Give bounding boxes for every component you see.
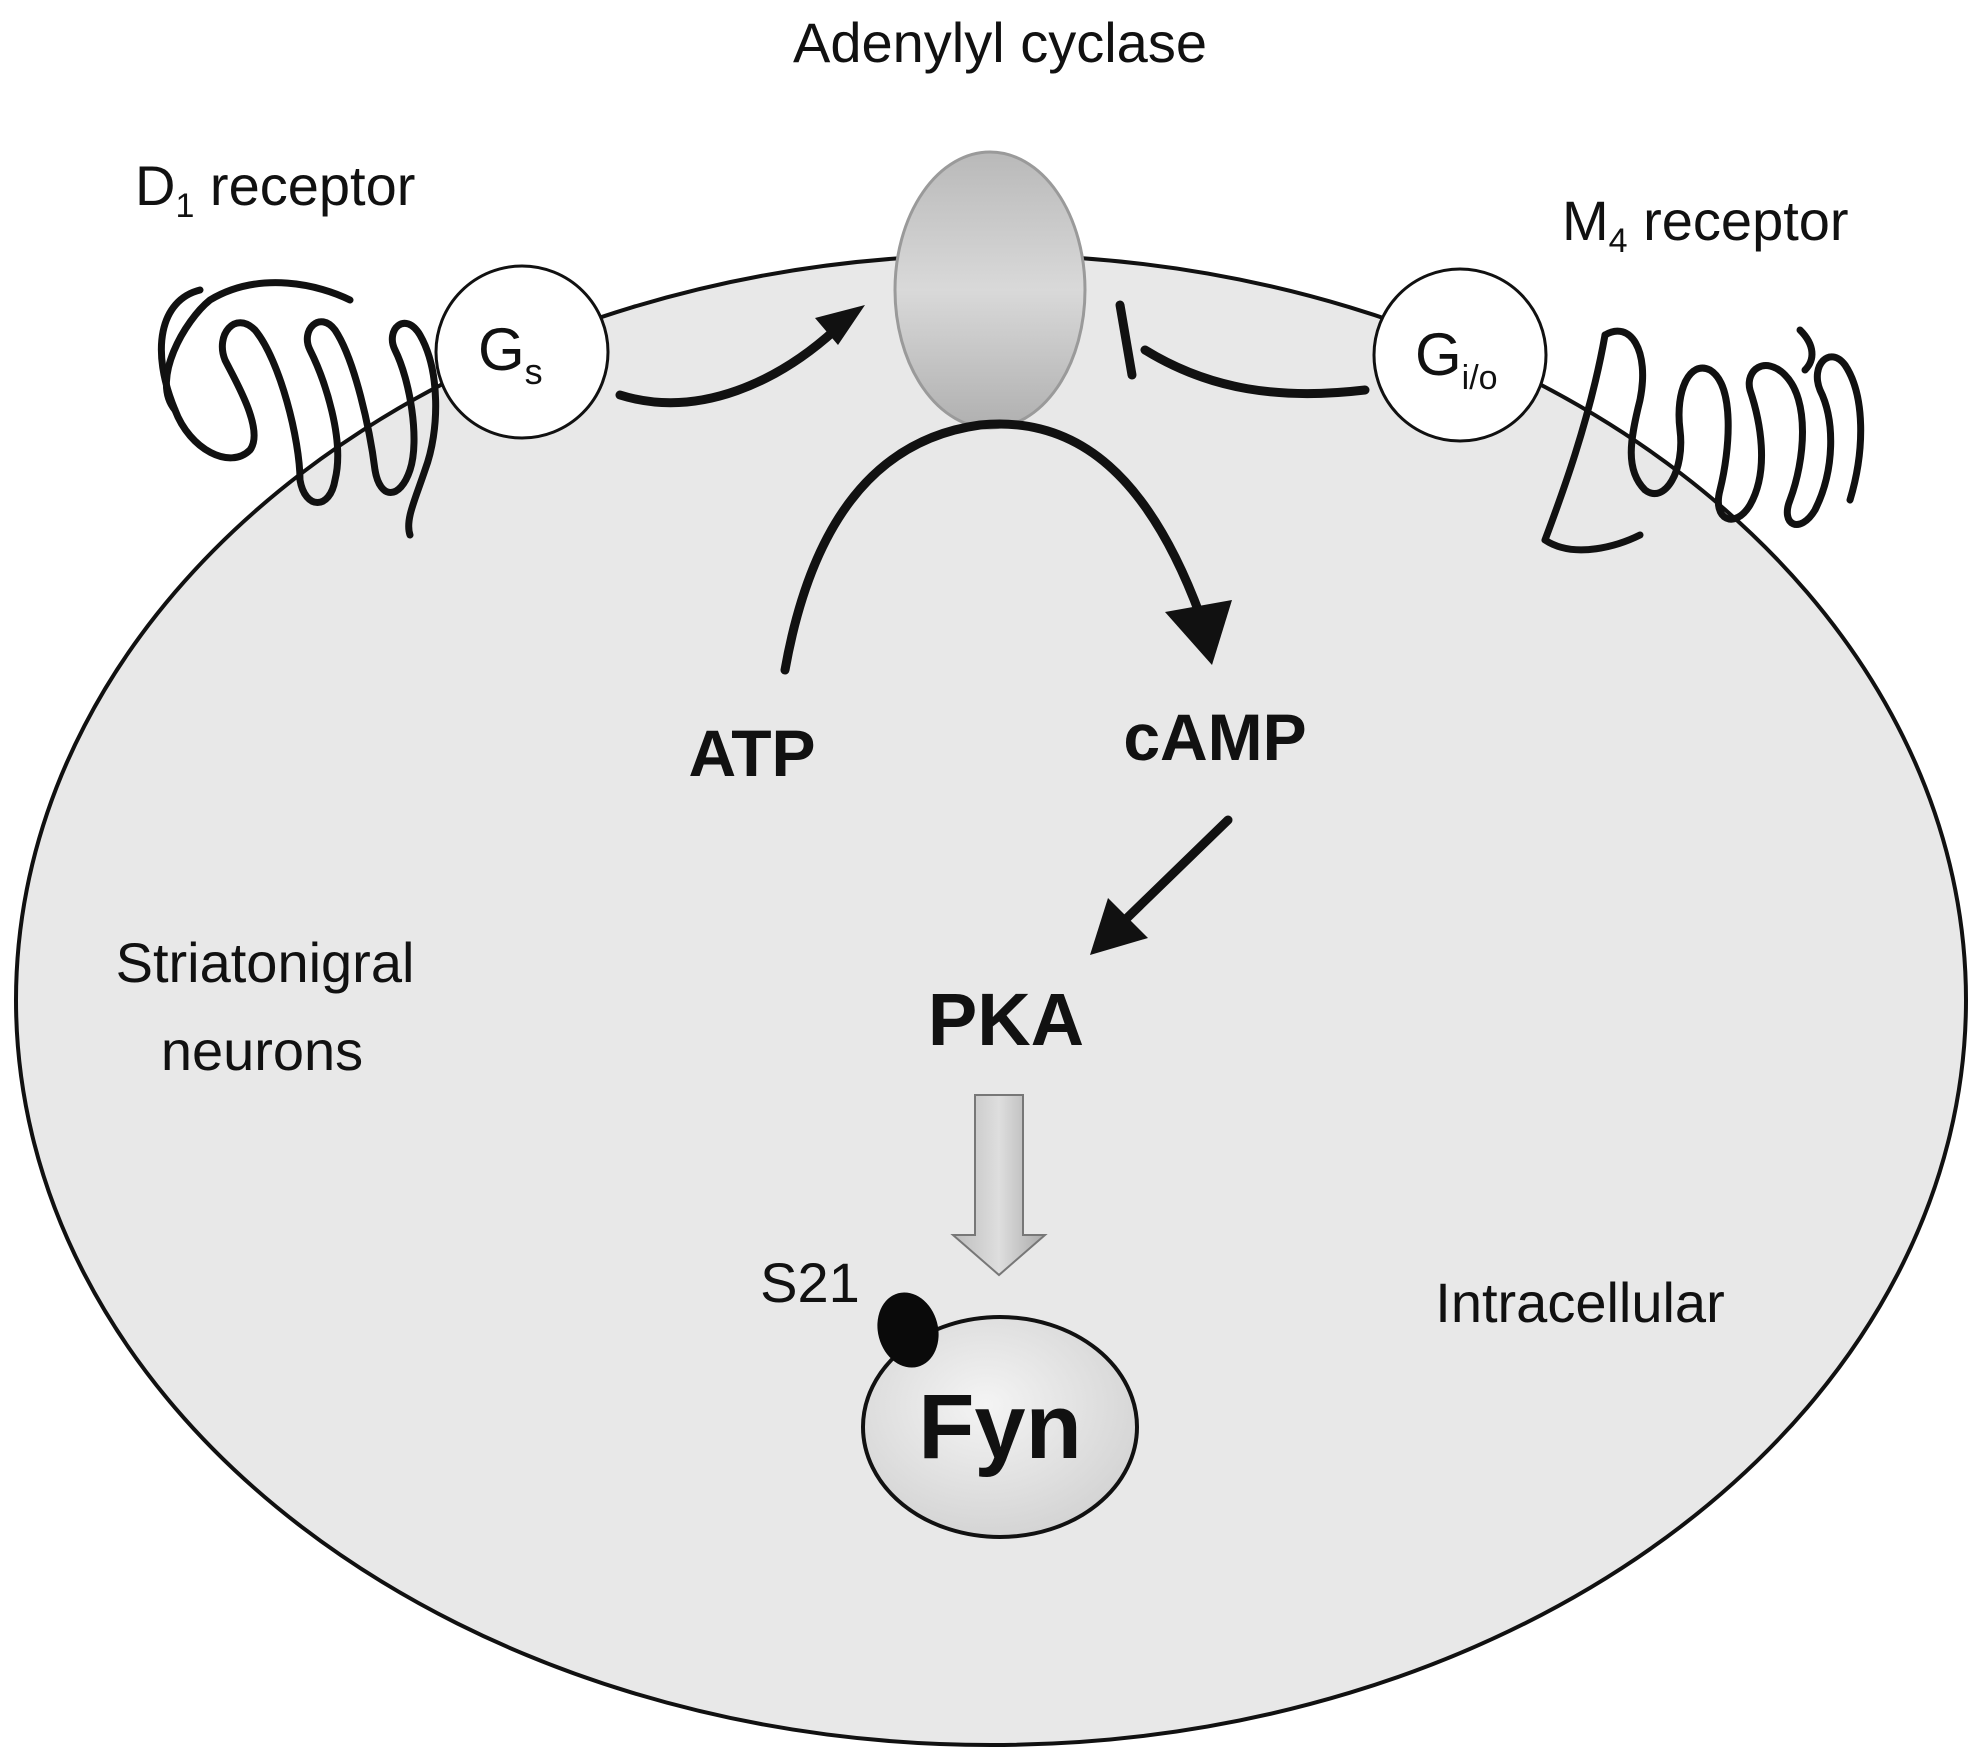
gs-label: Gs <box>478 316 543 392</box>
gio-label: Gi/o <box>1415 321 1498 397</box>
camp-label: cAMP <box>1123 700 1306 774</box>
gs-activation-arrowhead-icon <box>815 305 865 345</box>
d1-receptor-icon <box>157 286 440 539</box>
gio-inhibition-line <box>1140 345 1370 399</box>
m4-receptor-icon <box>1601 327 1865 528</box>
pka-to-fyn-block-arrow <box>950 1094 1048 1277</box>
striatonigral-label-line1: Striatonigral <box>116 931 415 994</box>
adenylyl-cyclase-shape <box>893 150 1087 430</box>
s21-phosphorylation-dot <box>877 1292 939 1368</box>
fyn-label: Fyn <box>918 1376 1082 1478</box>
s21-label: S21 <box>760 1251 860 1314</box>
m4-receptor-label: M4 receptor <box>1562 189 1849 260</box>
m4-receptor-top-icon <box>1796 326 1816 374</box>
gs-activation-arrow <box>615 325 840 408</box>
atp-to-camp-arrow <box>780 419 1205 675</box>
adenylyl-cyclase-label: Adenylyl cyclase <box>793 11 1207 74</box>
m4-receptor-tail-icon <box>1541 331 1644 554</box>
gs-protein-circle <box>434 264 610 440</box>
pka-label: PKA <box>928 978 1084 1061</box>
gio-inhibition-bar-icon <box>1115 300 1137 380</box>
camp-to-pka-arrow <box>1120 815 1233 925</box>
fyn-shape <box>861 1315 1139 1539</box>
gio-protein-circle <box>1372 267 1548 443</box>
atp-label: ATP <box>688 716 815 790</box>
striatonigral-label-line2: neurons <box>161 1019 363 1082</box>
intracellular-label: Intracellular <box>1435 1271 1724 1334</box>
d1-receptor-label: D1 receptor <box>135 154 415 225</box>
camp-to-pka-arrowhead-icon <box>1090 898 1148 955</box>
atp-to-camp-arrowhead-icon <box>1165 600 1232 665</box>
d1-receptor-loop-icon <box>162 279 354 414</box>
